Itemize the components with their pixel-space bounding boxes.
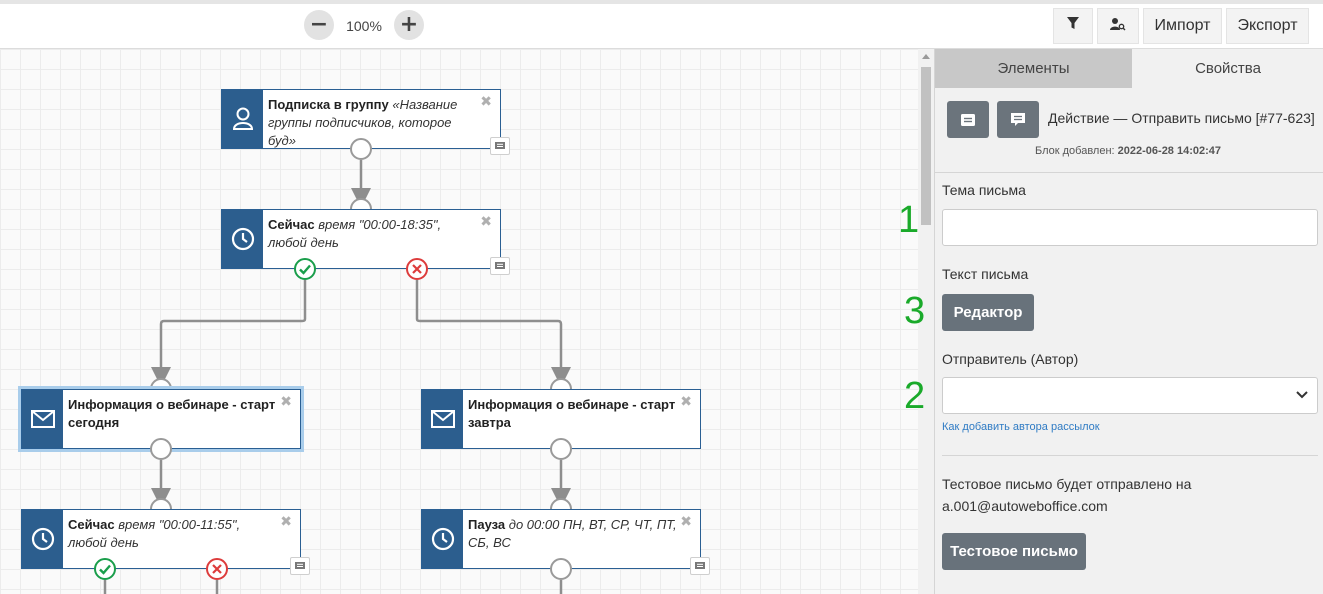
node-text: Сейчас время "00:00-11:55", любой день: [68, 517, 241, 550]
properties-panel: Элементы Свойства Действие — Отправить п…: [934, 49, 1323, 594]
annotation-number: 2: [904, 375, 926, 417]
user-search-icon: [1110, 17, 1126, 30]
no-port[interactable]: [206, 558, 228, 580]
envelope-icon: [422, 390, 463, 448]
editor-button[interactable]: Редактор: [942, 294, 1034, 331]
comment-button[interactable]: [490, 137, 510, 155]
connectors: [103, 160, 571, 594]
note-icon: [961, 113, 975, 126]
check-icon: [99, 564, 111, 575]
flow-node-now-1155[interactable]: Сейчас время "00:00-11:55", любой день ✖: [21, 509, 301, 569]
comment-button[interactable]: [490, 257, 510, 275]
tab-elements[interactable]: Элементы: [935, 49, 1132, 88]
node-text: Информация о вебинаре - старт завтра: [468, 397, 676, 430]
canvas-scrollbar[interactable]: [918, 49, 934, 594]
comment-icon: [495, 141, 505, 149]
node-text: Сейчас время "00:00-18:35", любой день: [268, 217, 442, 250]
output-port[interactable]: [150, 438, 172, 460]
node-text: Информация о вебинаре - старт сегодня: [68, 397, 276, 430]
annotation-number: 1: [898, 199, 920, 241]
close-icon[interactable]: ✖: [680, 514, 692, 530]
toolbar: − 100% + Импорт Экспорт: [0, 0, 1323, 49]
output-port[interactable]: [550, 558, 572, 580]
test-email-button[interactable]: Тестовое письмо: [942, 533, 1086, 570]
comment-icon: [295, 561, 305, 569]
add-author-link[interactable]: Как добавить автора рассылок: [942, 421, 1100, 433]
subject-label: Тема письма: [942, 182, 1026, 198]
block-added-info: Блок добавлен: 2022-06-28 14:02:47: [1035, 145, 1222, 157]
yes-port[interactable]: [94, 558, 116, 580]
comment-icon: [1011, 112, 1025, 126]
close-icon[interactable]: ✖: [280, 514, 292, 530]
divider: [942, 455, 1318, 456]
close-icon[interactable]: ✖: [680, 394, 692, 410]
sender-label: Отправитель (Автор): [942, 351, 1079, 367]
zoom-out-button[interactable]: −: [304, 10, 334, 40]
annotation-number: 3: [904, 290, 926, 332]
node-text: Подписка в группу «Название группы подпи…: [268, 97, 458, 148]
zoom-in-button[interactable]: +: [394, 10, 424, 40]
scroll-thumb[interactable]: [921, 67, 931, 225]
email-text-label: Текст письма: [942, 266, 1029, 282]
test-email-info: Тестовое письмо будет отправлено на a.00…: [942, 476, 1192, 514]
close-icon[interactable]: ✖: [280, 394, 292, 410]
flow-canvas[interactable]: Подписка в группу «Название группы подпи…: [0, 49, 918, 594]
subject-input[interactable]: [942, 209, 1318, 246]
clock-icon: [422, 510, 463, 568]
filter-icon: [1067, 17, 1079, 29]
comment-button[interactable]: [997, 101, 1039, 138]
node-text: Пауза до 00:00 ПН, ВТ, СР, ЧТ, ПТ, СБ, В…: [468, 517, 677, 550]
sender-select[interactable]: [942, 377, 1318, 414]
comment-icon: [695, 561, 705, 569]
cross-icon: [412, 264, 422, 274]
no-port[interactable]: [406, 258, 428, 280]
user-search-button[interactable]: [1097, 8, 1139, 44]
flow-node-pause[interactable]: Пауза до 00:00 ПН, ВТ, СР, ЧТ, ПТ, СБ, В…: [421, 509, 701, 569]
check-icon: [299, 264, 311, 275]
clock-icon: [222, 210, 263, 268]
output-port[interactable]: [350, 138, 372, 160]
flow-node-now-1835[interactable]: Сейчас время "00:00-18:35", любой день ✖: [221, 209, 501, 269]
comment-button[interactable]: [290, 557, 310, 575]
scroll-up-arrow-icon[interactable]: [922, 54, 930, 59]
cross-icon: [212, 564, 222, 574]
close-icon[interactable]: ✖: [480, 94, 492, 110]
zoom-level: 100%: [346, 18, 382, 34]
divider: [935, 172, 1323, 173]
close-icon[interactable]: ✖: [480, 214, 492, 230]
action-title: Действие — Отправить письмо [#77-623]: [1048, 110, 1315, 126]
note-button[interactable]: [947, 101, 989, 138]
comment-button[interactable]: [690, 557, 710, 575]
export-button[interactable]: Экспорт: [1226, 8, 1309, 44]
filter-button[interactable]: [1053, 8, 1093, 44]
clock-icon: [22, 510, 63, 568]
chevron-down-icon: [1296, 391, 1308, 399]
comment-icon: [495, 261, 505, 269]
envelope-icon: [22, 390, 63, 448]
tab-properties[interactable]: Свойства: [1132, 49, 1323, 88]
yes-port[interactable]: [294, 258, 316, 280]
import-button[interactable]: Импорт: [1143, 8, 1222, 44]
user-icon: [222, 90, 263, 148]
output-port[interactable]: [550, 438, 572, 460]
